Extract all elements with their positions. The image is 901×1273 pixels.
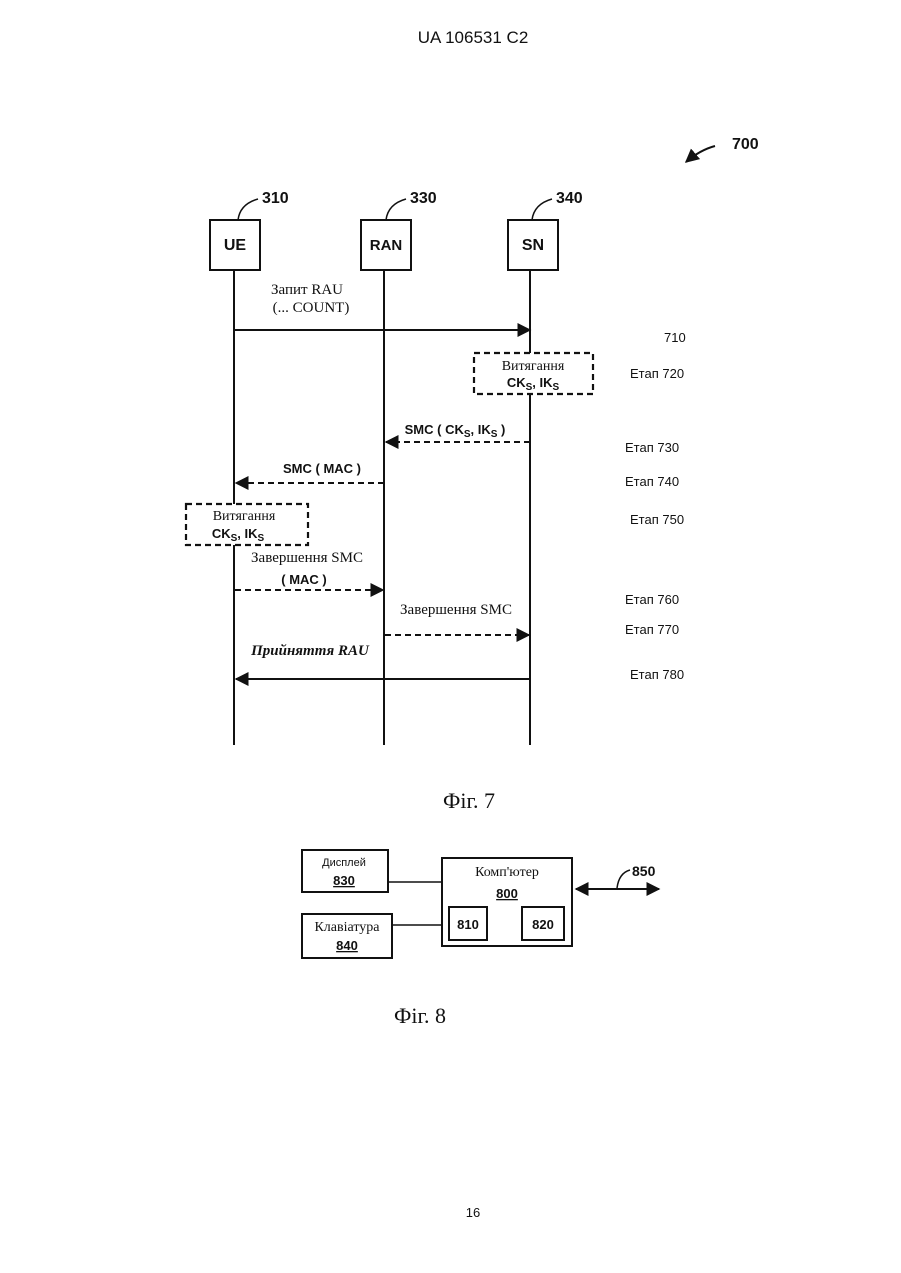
figure-7: 700 310 UE 330 RAN 340 SN Запит RAU (...…	[186, 136, 759, 813]
keyboard-box: Клавіатура 840	[302, 914, 392, 958]
entity-ran-label: RAN	[370, 237, 403, 254]
ref-850: 850	[632, 863, 656, 879]
step-770: Етап 770	[625, 622, 679, 637]
msg-smc-mac: SMC ( MAC )	[283, 461, 361, 476]
derive-box-sn: Витягання CKS, IKS	[474, 353, 593, 394]
step-740: Етап 740	[625, 474, 679, 489]
msg-smc-complete-ue-line2: ( MAC )	[281, 572, 327, 587]
computer-ref: 800	[496, 886, 518, 901]
msg-rau-request-line1: Запит RAU	[271, 282, 343, 298]
derive-box-ue: Витягання CKS, IKS	[186, 504, 308, 545]
display-label: Дисплей	[322, 857, 366, 869]
entity-ue-label: UE	[224, 237, 247, 254]
msg-rau-accept: Прийняття RAU	[250, 643, 370, 659]
step-720: Етап 720	[630, 366, 684, 381]
figure-8: Дисплей 830 Клавіатура 840 Комп'ютер 800…	[302, 850, 659, 1028]
keyboard-label: Клавіатура	[314, 920, 380, 935]
msg-smc-complete-ue-line1: Завершення SMC	[251, 550, 363, 566]
page-number: 16	[466, 1205, 480, 1220]
subunit-820: 820	[532, 917, 554, 932]
derive-sn-line1: Витягання	[502, 359, 565, 374]
entity-sn: 340 SN	[508, 190, 583, 270]
computer-label: Комп'ютер	[475, 865, 539, 880]
step-710: 710	[664, 330, 686, 345]
figure-7-caption: Фіг. 7	[443, 788, 495, 813]
derive-ue-line1: Витягання	[213, 509, 276, 524]
entity-ue-ref: 310	[262, 190, 289, 207]
msg-rau-request-line2: (... COUNT)	[273, 300, 350, 316]
step-750: Етап 750	[630, 512, 684, 527]
msg-smc-complete-ran: Завершення SMC	[400, 602, 512, 618]
display-ref: 830	[333, 873, 355, 888]
entity-ran: 330 RAN	[361, 190, 437, 270]
figure-8-caption: Фіг. 8	[394, 1003, 446, 1028]
keyboard-ref: 840	[336, 938, 358, 953]
entity-ue: 310 UE	[210, 190, 289, 270]
msg-smc-sn: SMC ( CKS, IKS )	[405, 422, 506, 440]
entity-sn-ref: 340	[556, 190, 583, 207]
ref-700: 700	[732, 136, 759, 153]
step-780: Етап 780	[630, 667, 684, 682]
step-730: Етап 730	[625, 440, 679, 455]
entity-ran-ref: 330	[410, 190, 437, 207]
step-760: Етап 760	[625, 592, 679, 607]
subunit-810: 810	[457, 917, 479, 932]
ref-850-leader	[617, 870, 630, 888]
ref-700-pointer	[686, 146, 715, 162]
display-box: Дисплей 830	[302, 850, 388, 892]
computer-box: Комп'ютер 800 810 820	[442, 858, 572, 946]
document-id: UA 106531 C2	[418, 28, 529, 47]
entity-sn-label: SN	[522, 237, 544, 254]
